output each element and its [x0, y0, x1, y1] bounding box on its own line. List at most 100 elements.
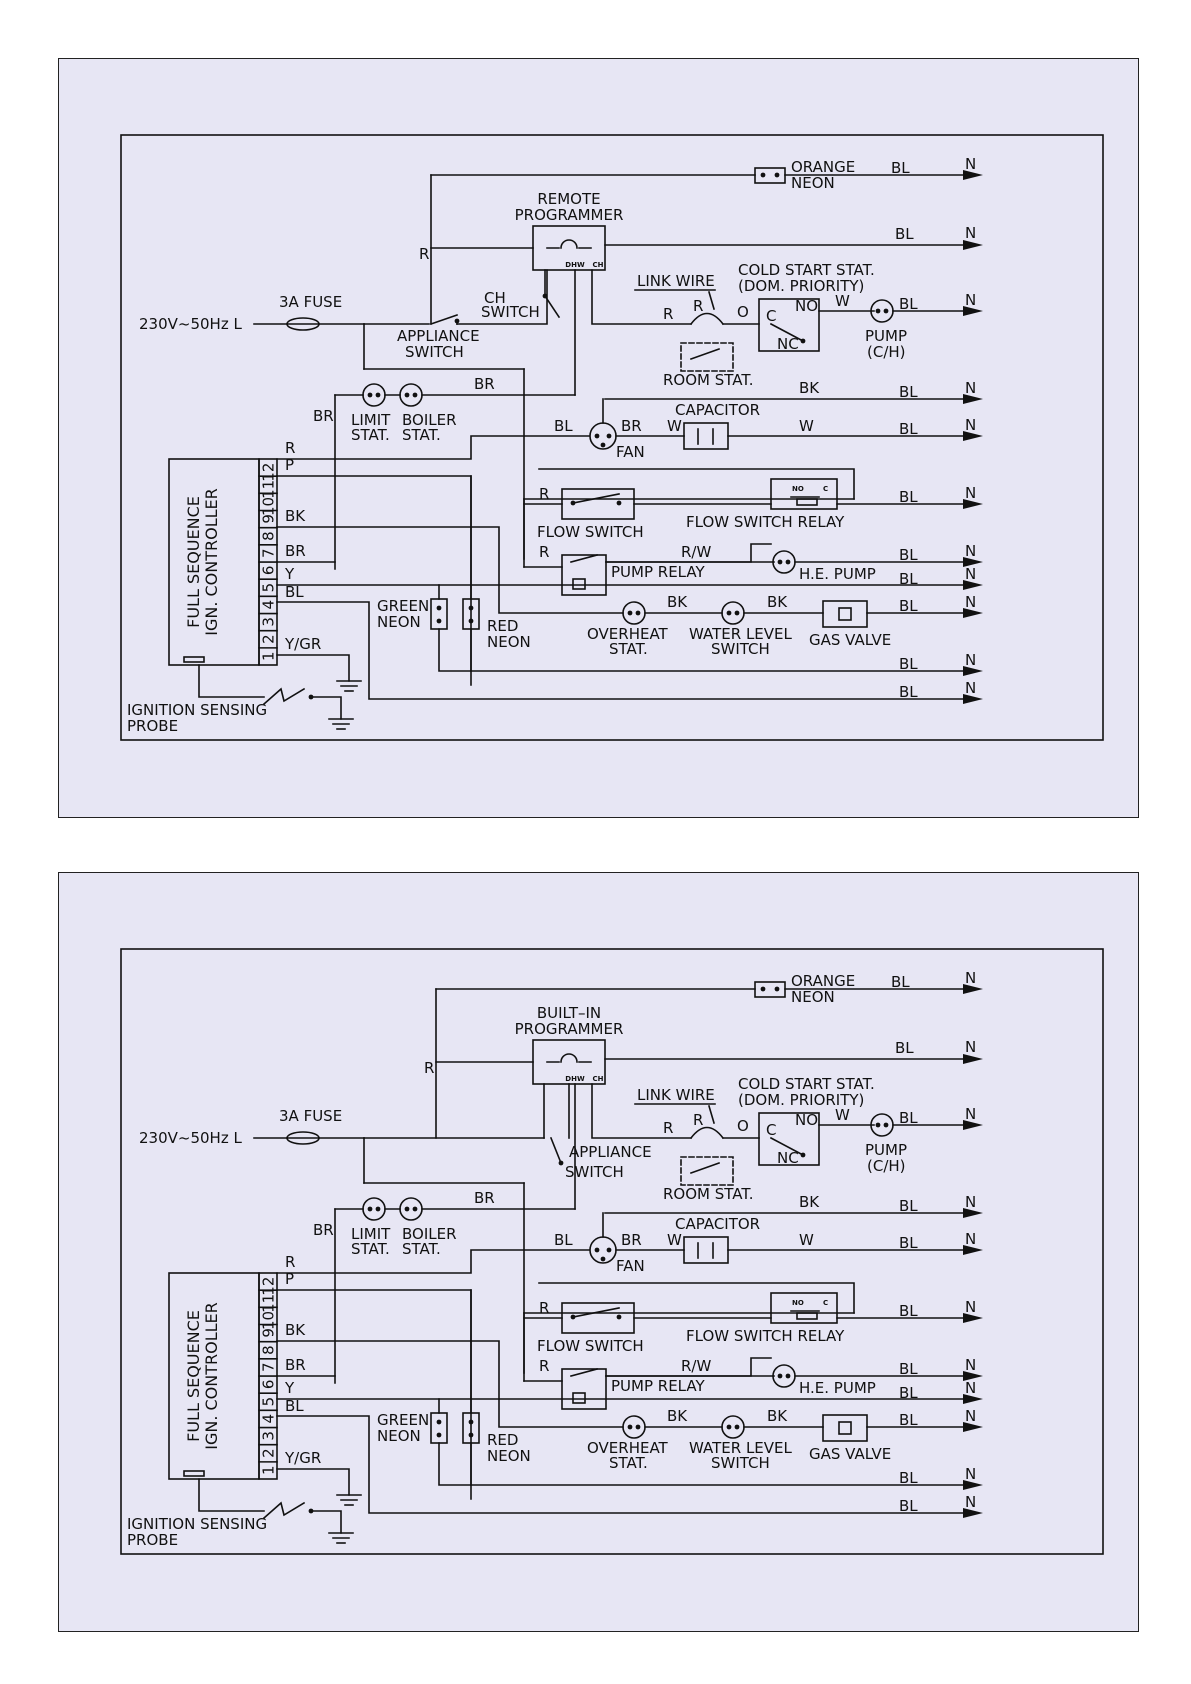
- arrow-head: [963, 431, 983, 441]
- bl-label: BL: [899, 1469, 918, 1487]
- bl-label: BL: [899, 488, 918, 506]
- arrow-head: [963, 1208, 983, 1218]
- junction-dot: [594, 1247, 600, 1253]
- relay-loop: [538, 468, 855, 500]
- link-wire-label: LINK WIRE: [637, 272, 715, 290]
- n-label: N: [965, 1379, 976, 1397]
- cold-start-label-2: (DOM. PRIORITY): [738, 277, 864, 295]
- overheat-label-1: OVERHEAT: [587, 1439, 669, 1457]
- ignition-label-1: IGNITION SENSING: [127, 701, 267, 719]
- junction-dot: [412, 392, 418, 398]
- water-level-icon: [721, 1415, 745, 1439]
- orange-neon-label-2: NEON: [791, 174, 835, 192]
- junction-dot: [468, 1432, 474, 1438]
- relay-no-label: NO: [792, 485, 804, 493]
- terminal-1: 1: [259, 651, 277, 661]
- ignition-label-2: PROBE: [127, 717, 178, 735]
- pump-relay-coil: [572, 1392, 586, 1404]
- br-label: BR: [474, 375, 495, 393]
- bl-label: BL: [899, 1497, 918, 1515]
- bl-label: BL: [899, 683, 918, 701]
- limit-stat-label-2: STAT.: [351, 426, 390, 444]
- boiler-stat-label-1: BOILER: [402, 1225, 457, 1243]
- green-neon: [430, 598, 448, 630]
- br-label: BR: [285, 1356, 306, 1374]
- pump-ch-label-1: PUMP: [865, 327, 907, 345]
- arrow-head: [963, 557, 983, 567]
- orange-neon: [754, 167, 786, 184]
- terminal-2: 2: [259, 1448, 277, 1458]
- arrow-head: [963, 1508, 983, 1518]
- bl-label: BL: [899, 1360, 918, 1378]
- probe-wire: [198, 664, 265, 698]
- appliance-switch-label-2: SWITCH: [565, 1163, 624, 1181]
- terminal-9: 9: [259, 1328, 277, 1338]
- spark-icon: [262, 1501, 306, 1520]
- terminal-12: 12: [259, 463, 277, 482]
- arrow-head: [963, 608, 983, 618]
- w-label: W: [835, 1106, 850, 1124]
- appliance-switch-label-2: SWITCH: [405, 343, 464, 361]
- flow-switch-label: FLOW SWITCH: [537, 523, 644, 541]
- arrow-head: [963, 1371, 983, 1381]
- arrow-head: [963, 306, 983, 316]
- fuse-label: 3A FUSE: [279, 293, 342, 311]
- orange-neon: [754, 981, 786, 998]
- junction-dot: [436, 1432, 442, 1438]
- junction-dot: [468, 618, 474, 624]
- arrow-head: [963, 580, 983, 590]
- arrow-head: [963, 1245, 983, 1255]
- junction-dot: [883, 1122, 889, 1128]
- overheat-stat-icon: [622, 601, 646, 625]
- capacitor-box: [683, 1236, 729, 1264]
- probe-earth: [310, 1510, 342, 1534]
- overheat-label-2: STAT.: [609, 640, 648, 658]
- probe-earth: [310, 696, 342, 720]
- n-label: N: [965, 379, 976, 397]
- gas-valve-label: GAS VALVE: [809, 631, 891, 649]
- relay-c-label: C: [823, 1299, 828, 1307]
- room-stat-label: ROOM STAT.: [663, 371, 754, 389]
- cold-start-blade: [769, 322, 805, 343]
- fan-label: FAN: [616, 443, 645, 461]
- junction-dot: [375, 392, 381, 398]
- capacitor-label: CAPACITOR: [675, 1215, 760, 1233]
- c-label: C: [766, 307, 776, 325]
- br-label: BR: [621, 417, 642, 435]
- he-pump-icon: [772, 1364, 796, 1388]
- flow-switch-label: FLOW SWITCH: [537, 1337, 644, 1355]
- pump-relay-box: [561, 1368, 607, 1410]
- n-label: N: [965, 1493, 976, 1511]
- terminal-3: 3: [259, 1431, 277, 1441]
- relay-c-label: C: [823, 485, 828, 493]
- terminal-11: 11: [259, 1294, 277, 1313]
- n-label: N: [965, 224, 976, 242]
- w-label: W: [667, 1231, 682, 1249]
- r-fan-feed: [276, 1249, 590, 1274]
- junction-dot: [734, 610, 740, 616]
- bl-label: BL: [899, 597, 918, 615]
- r-fan-feed: [276, 435, 590, 460]
- terminal-5: 5: [259, 583, 277, 593]
- n-label: N: [965, 679, 976, 697]
- terminal-4: 4: [259, 600, 277, 610]
- appliance-switch-blade: [429, 313, 459, 326]
- bk-label: BK: [799, 1193, 820, 1211]
- room-stat-blade: [689, 1161, 721, 1175]
- r-label: R: [663, 305, 673, 323]
- spark-icon: [262, 687, 306, 706]
- programmer-label-1: REMOTE: [537, 190, 600, 208]
- gas-valve-box: [822, 1414, 868, 1442]
- bl-label: BL: [899, 1384, 918, 1402]
- bk-label: BK: [285, 1321, 306, 1339]
- terminal-11: 11: [259, 480, 277, 499]
- programmer-clock-icon: [546, 239, 592, 249]
- flow-switch-blade: [572, 1307, 620, 1318]
- relay-coil: [796, 1312, 818, 1320]
- capacitor-label: CAPACITOR: [675, 401, 760, 419]
- dhw-terminal: DHW: [565, 261, 585, 269]
- programmer-label-1: BUILT–IN: [537, 1004, 601, 1022]
- arrow-head: [963, 240, 983, 250]
- flow-switch-blade: [572, 493, 620, 504]
